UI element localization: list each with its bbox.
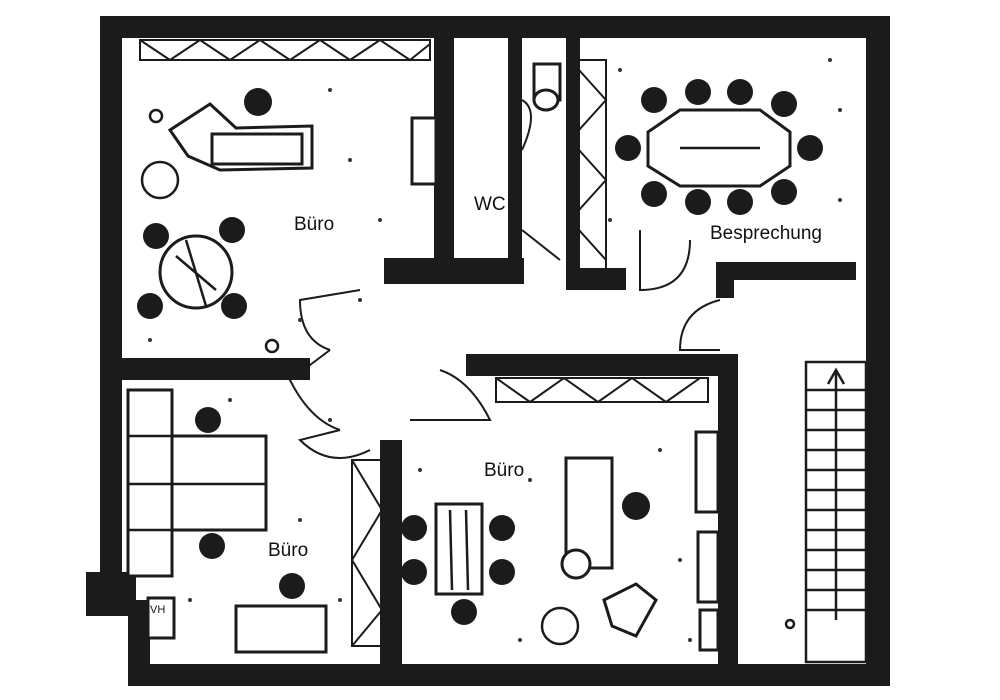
staircase: [784, 360, 868, 664]
wall-office-tl-south: [120, 358, 310, 380]
chair-icon: [401, 492, 650, 625]
room-label-office-bottom-left: Büro: [268, 540, 309, 561]
wall-meeting-west: [566, 38, 580, 290]
wall-south: [128, 664, 888, 686]
outer-windows: [103, 60, 887, 683]
doors: [288, 99, 721, 459]
distribution-box: [146, 596, 176, 640]
wall-office-br-north: [466, 354, 736, 376]
chair-icon: [137, 217, 247, 319]
wall-west: [100, 16, 122, 576]
wall-office-bl-east: [380, 440, 402, 666]
wall-wc-south: [384, 258, 524, 284]
texture-dots: [148, 58, 842, 642]
office-tl-furniture: [137, 88, 438, 354]
wall-meeting-south: [716, 262, 856, 280]
wall-office-br-east: [718, 354, 738, 666]
wc-furniture: [532, 62, 562, 112]
room-label-office-top-left: Büro: [294, 214, 335, 235]
chair-icon: [195, 407, 305, 599]
wall-north-right: [440, 16, 890, 38]
chair-icon: [615, 79, 823, 215]
wall-wc-east: [508, 38, 522, 284]
room-label-office-bottom-right: Büro: [484, 460, 525, 481]
distribution-box-label: VH: [150, 604, 166, 616]
office-bl-furniture: [126, 388, 328, 654]
glass-partitions: [139, 38, 709, 647]
interior-walls: [120, 38, 856, 666]
wall-wc2-south: [566, 268, 626, 290]
room-label-meeting: Besprechung: [710, 223, 822, 244]
room-label-wc: WC: [474, 194, 506, 215]
office-br-furniture: [401, 430, 720, 652]
wall-office-tl-east: [434, 38, 454, 258]
wall-north-left: [100, 16, 460, 38]
chair-icon: [244, 88, 272, 116]
wall-meeting-stub: [716, 262, 734, 298]
wall-west-step: [86, 572, 136, 616]
meeting-furniture: [615, 79, 823, 215]
